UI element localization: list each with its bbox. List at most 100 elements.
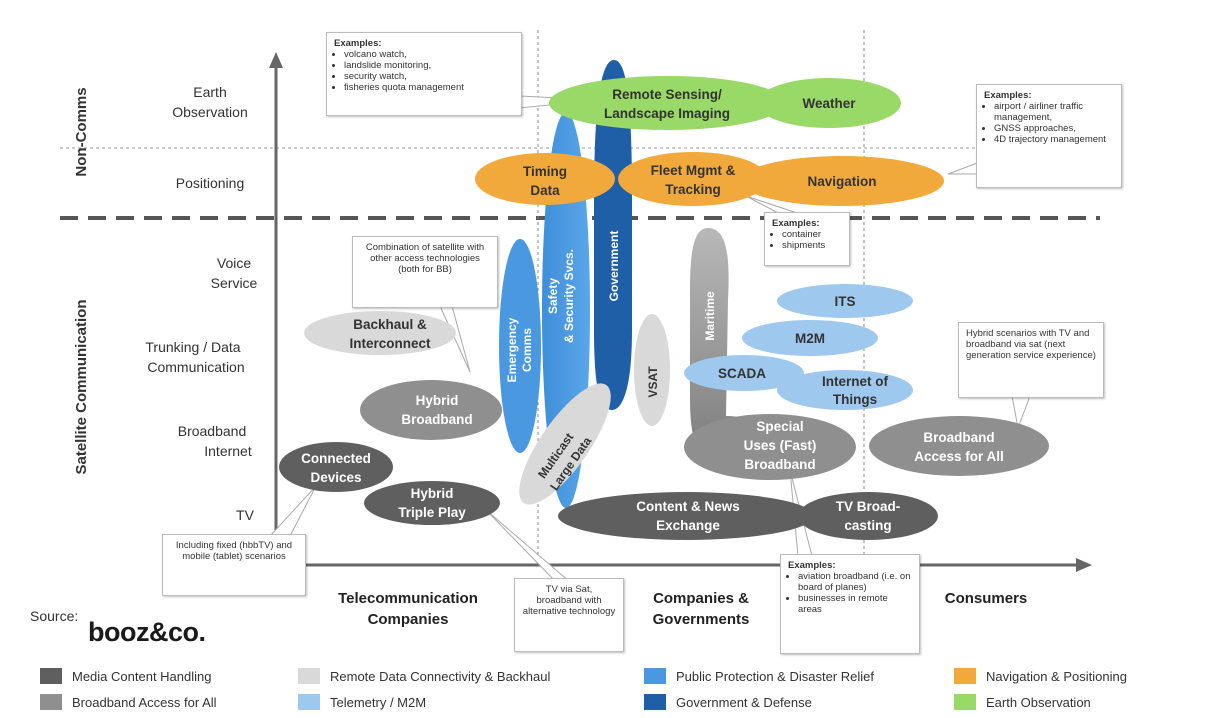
bubble-label-government: Government xyxy=(607,231,621,302)
legend-item-telemetry: Telemetry / M2M xyxy=(298,694,426,710)
y-axis-arrowhead xyxy=(269,52,283,68)
bubble-label-backhaul: Backhaul & xyxy=(353,317,427,332)
callout-item: volcano watch, xyxy=(344,49,514,60)
col-label-telecom: Telecommunication xyxy=(338,590,478,607)
bubble-emergency xyxy=(499,239,541,453)
bubble-hybrid-tp xyxy=(364,481,500,525)
legend-item-remote-data: Remote Data Connectivity & Backhaul xyxy=(298,668,550,684)
col-label-consumers: Consumers xyxy=(945,590,1028,607)
bubble-label-hybrid-tp: Hybrid xyxy=(411,486,454,501)
bubble-label-connected: Connected xyxy=(301,451,371,466)
callout-fixed-mobile: Including fixed (hbbTV) and mobile (tabl… xyxy=(162,534,306,596)
bubble-connected xyxy=(279,442,393,492)
callout-item: fisheries quota management xyxy=(344,82,514,93)
bubble-label-hybrid-tp-2: Triple Play xyxy=(398,505,466,520)
legend-label: Media Content Handling xyxy=(72,668,212,684)
bubble-label-remote-sensing: Remote Sensing/ xyxy=(612,87,722,102)
x-axis-arrowhead xyxy=(1076,558,1092,572)
row-label-broadband-2: Internet xyxy=(204,443,252,459)
bubble-label-weather: Weather xyxy=(802,96,856,111)
bubble-label-connected-2: Devices xyxy=(310,470,361,485)
callout-item: airport / airliner traffic management, xyxy=(994,101,1114,123)
col-label-companies-2: Governments xyxy=(653,611,750,628)
bubble-label-bb-all-2: Access for All xyxy=(914,449,1004,464)
legend-swatch xyxy=(644,694,666,710)
bubble-label-iot-2: Things xyxy=(833,392,877,407)
bubble-special xyxy=(684,414,856,480)
col-label-companies: Companies & xyxy=(653,590,749,607)
bubble-backhaul xyxy=(304,311,456,355)
bubble-iot xyxy=(777,370,913,410)
bubble-label-timing: Timing xyxy=(523,164,567,179)
callout-pointer-tvsat xyxy=(485,509,572,583)
legend-swatch xyxy=(644,668,666,684)
callout-item: shipments xyxy=(782,240,842,251)
legend-item-broadband: Broadband Access for All xyxy=(40,694,217,710)
callout-item: 4D trajectory management xyxy=(994,134,1114,145)
row-label-positioning: Positioning xyxy=(176,175,245,191)
col-label-telecom-2: Companies xyxy=(368,611,449,628)
callout-tv-via-sat: TV via Sat, broadband with alternative t… xyxy=(514,578,624,652)
bubble-label-navigation: Navigation xyxy=(807,174,876,189)
callout-combination: Combination of satellite with other acce… xyxy=(352,236,498,308)
bubble-label-its: ITS xyxy=(834,294,855,309)
bubble-label-vsat: VSAT xyxy=(646,366,660,398)
legend-swatch xyxy=(40,668,62,684)
legend-item-media: Media Content Handling xyxy=(40,668,211,684)
callout-item: aviation broadband (i.e. on board of pla… xyxy=(798,571,912,593)
callout-text: Combination of satellite with other acce… xyxy=(365,242,485,275)
section-label-satellite: Satellite Communication xyxy=(73,299,90,474)
bubble-bb-all xyxy=(869,416,1049,476)
callout-text: Hybrid scenarios with TV and broadband v… xyxy=(966,328,1096,361)
legend-item-navigation: Navigation & Positioning xyxy=(954,668,1127,684)
section-label-non-comms: Non-Comms xyxy=(73,87,90,176)
bubble-navigation xyxy=(740,156,944,206)
bubble-label-safety: Safety xyxy=(546,278,560,314)
callout-title: Examples: xyxy=(788,560,836,571)
row-label-trunking: Trunking / Data xyxy=(145,339,240,355)
bubble-its xyxy=(777,284,913,318)
legend-label: Public Protection & Disaster Relief xyxy=(676,668,874,684)
bubble-multicast xyxy=(519,383,611,505)
legend-swatch xyxy=(298,694,320,710)
bubble-label-special-2: Uses (Fast) xyxy=(744,438,817,453)
callout-title: Examples: xyxy=(984,90,1032,101)
bubble-label-bb-all: Broadband xyxy=(923,430,994,445)
bubble-scada xyxy=(684,355,804,391)
bubble-label-emergency-2: Comms xyxy=(520,328,534,372)
callout-item: GNSS approaches, xyxy=(994,123,1114,134)
bubble-label-m2m: M2M xyxy=(795,331,825,346)
bubble-label-timing-2: Data xyxy=(530,183,560,198)
bubble-label-backhaul-2: Interconnect xyxy=(349,336,431,351)
bubble-remote-sensing xyxy=(549,76,785,130)
bubble-label-fleet-2: Tracking xyxy=(665,182,721,197)
callout-item: container xyxy=(782,229,842,240)
bubble-label-hybrid-bb: Hybrid xyxy=(416,393,459,408)
legend-item-earth-observation: Earth Observation xyxy=(954,694,1091,710)
bubble-hybrid-bb xyxy=(360,380,502,440)
bubble-vsat xyxy=(634,314,670,426)
row-label-earth-2: Observation xyxy=(172,104,247,120)
bubble-label-special: Special xyxy=(756,419,803,434)
bubble-tv-broad xyxy=(798,492,938,540)
callout-title: Examples: xyxy=(334,38,382,49)
bubble-content xyxy=(558,492,814,540)
source-label: Source: xyxy=(30,608,79,624)
row-label-tv: TV xyxy=(236,507,255,523)
callout-item: businesses in remote areas xyxy=(798,593,912,615)
legend-swatch xyxy=(954,668,976,684)
bubble-label-content-2: Exchange xyxy=(656,518,720,533)
bubble-label-tv-broad: TV Broad- xyxy=(836,499,901,514)
row-label-voice-2: Service xyxy=(211,275,258,291)
bubble-government xyxy=(594,60,632,410)
bubble-timing xyxy=(475,153,615,205)
callout-item: landslide monitoring, xyxy=(344,60,514,71)
bubble-fleet xyxy=(618,152,768,206)
bubble-label-remote-sensing-2: Landscape Imaging xyxy=(604,106,730,121)
row-label-broadband: Broadband xyxy=(178,423,247,439)
bubble-label-hybrid-bb-2: Broadband xyxy=(401,412,472,427)
callout-text: Including fixed (hbbTV) and mobile (tabl… xyxy=(175,540,293,562)
bubble-label-maritime: Maritime xyxy=(703,291,717,341)
legend-swatch xyxy=(298,668,320,684)
legend-label: Earth Observation xyxy=(986,694,1091,710)
